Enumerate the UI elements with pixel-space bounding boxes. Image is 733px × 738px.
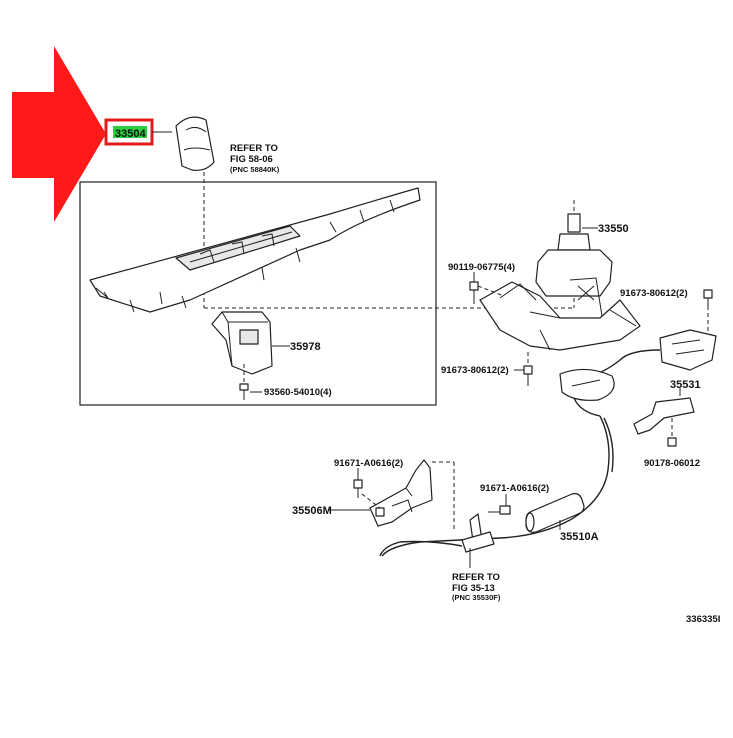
label-35510A[interactable]: 35510A xyxy=(560,531,599,543)
bracket-35506M[interactable] xyxy=(369,459,433,527)
bolt-91673-left[interactable] xyxy=(523,352,533,386)
label-91671-left[interactable]: 91671-A0616(2) xyxy=(334,458,403,469)
label-91673-right[interactable]: 91673-80612(2) xyxy=(620,288,688,299)
bolt-91673-right[interactable] xyxy=(703,289,713,334)
refer-bottom-line1: REFER TO xyxy=(452,572,500,583)
pointer-arrow xyxy=(12,46,106,222)
shifter-assembly[interactable] xyxy=(479,213,641,351)
cable-linkage-35531[interactable] xyxy=(559,329,717,435)
label-90178[interactable]: 90178-06012 xyxy=(644,458,700,469)
console-panel[interactable] xyxy=(89,187,421,313)
refer-bottom-line2: FIG 35-13 xyxy=(452,583,495,594)
highlight-fill xyxy=(113,126,147,138)
cable-end-bracket[interactable] xyxy=(379,513,495,557)
label-91673-left[interactable]: 91673-80612(2) xyxy=(441,365,509,376)
shift-cable-inner xyxy=(603,417,614,473)
refer-top-line1: REFER TO xyxy=(230,143,278,154)
cable-sleeve-35510A[interactable] xyxy=(525,493,585,533)
refer-top-line3: (PNC 58840K) xyxy=(230,165,280,174)
label-91671-right[interactable]: 91671-A0616(2) xyxy=(480,483,549,494)
refer-top-line2: FIG 58-06 xyxy=(230,154,273,165)
label-35531[interactable]: 35531 xyxy=(670,379,701,391)
highlight-part-number[interactable]: 33504 xyxy=(115,128,146,140)
label-93560[interactable]: 93560-54010(4) xyxy=(264,387,332,398)
label-90119[interactable]: 90119-06775(4) xyxy=(448,262,515,273)
bolt-90178[interactable] xyxy=(667,418,677,447)
label-35506M[interactable]: 35506M xyxy=(292,505,332,517)
bolt-91671-right[interactable] xyxy=(488,505,511,515)
figure-id: 336335I xyxy=(686,614,720,625)
bolt-93560[interactable] xyxy=(239,364,249,400)
switch-35978[interactable] xyxy=(211,311,273,375)
label-35978[interactable]: 35978 xyxy=(290,341,321,353)
bolt-91671-left[interactable] xyxy=(353,479,381,509)
shift-knob[interactable] xyxy=(175,116,215,171)
refer-bottom-line3: (PNC 35530F) xyxy=(452,593,501,602)
label-33550[interactable]: 33550 xyxy=(598,223,629,235)
console-group-frame xyxy=(79,181,437,406)
